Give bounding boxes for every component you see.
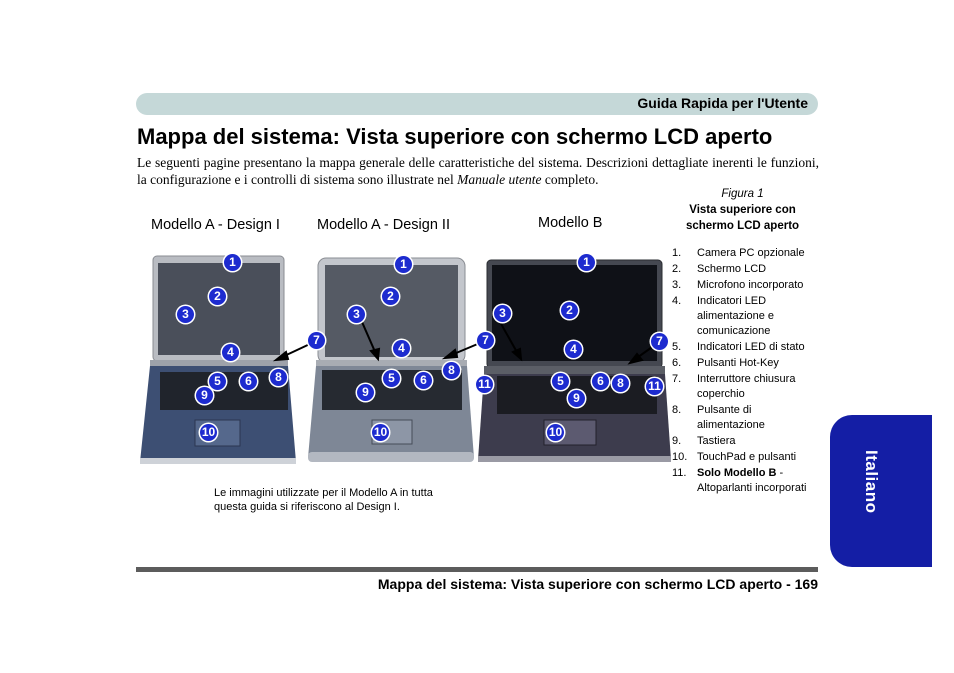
callout-10: 10	[200, 424, 217, 441]
legend-item: 2. Schermo LCD	[672, 262, 822, 277]
callout-9: 9	[568, 390, 585, 407]
legend-text: Pulsante di alimentazione	[697, 404, 765, 431]
legend-text: Pulsanti Hot-Key	[697, 357, 779, 369]
callout-11: 11	[476, 376, 493, 393]
model-b-label: Modello B	[538, 215, 603, 231]
callout-4: 4	[565, 341, 582, 358]
legend-bold: Solo Modello B	[697, 467, 777, 479]
callout-8: 8	[270, 369, 287, 386]
legend-number: 7.	[672, 373, 682, 385]
figure-title-line-1: Vista superiore con	[689, 204, 796, 216]
legend-item: 8. Pulsante di alimentazione	[672, 403, 822, 433]
header-band: Guida Rapida per l'Utente	[136, 93, 818, 115]
legend-text: Indicatori LED alimentazione e comunicaz…	[697, 295, 775, 337]
callout-6: 6	[592, 373, 609, 390]
figure-caption: Figura 1 Vista superiore con schermo LCD…	[660, 188, 825, 234]
legend-text: Interruttore chiusura coperchio	[697, 373, 796, 400]
legend-number: 10.	[672, 451, 688, 463]
callout-2: 2	[209, 288, 226, 305]
legend-text: Microfono incorporato	[697, 279, 804, 291]
legend-number: 9.	[672, 435, 682, 447]
legend-number: 2.	[672, 263, 682, 275]
legend-item: 7. Interruttore chiusura coperchio	[672, 372, 822, 402]
callout-7: 7	[477, 332, 494, 349]
callout-8: 8	[612, 375, 629, 392]
intro-text-2: completo.	[541, 172, 599, 187]
callout-11: 11	[646, 378, 663, 395]
callout-2: 2	[561, 302, 578, 319]
legend-item: 9. Tastiera	[672, 434, 822, 449]
callout-5: 5	[209, 373, 226, 390]
callout-5: 5	[552, 373, 569, 390]
figure-title-line-2: schermo LCD aperto	[685, 220, 800, 232]
callout-1: 1	[224, 254, 241, 271]
legend-number: 8.	[672, 404, 682, 416]
legend-text: TouchPad e pulsanti	[697, 451, 797, 463]
legend-number: 1.	[672, 247, 682, 259]
laptop-model-a-design-2	[308, 257, 474, 462]
callout-9: 9	[357, 384, 374, 401]
callout-8: 8	[443, 362, 460, 379]
model-a-design-1-label: Modello A - Design I	[151, 217, 280, 233]
page-title: Mappa del sistema: Vista superiore con s…	[137, 124, 773, 149]
legend-text: Camera PC opzionale	[697, 247, 805, 259]
manual-reference: Manuale utente	[457, 172, 542, 187]
guide-title: Guida Rapida per l'Utente	[637, 95, 808, 111]
callout-10: 10	[372, 424, 389, 441]
callout-9: 9	[196, 387, 213, 404]
legend-number: 11.	[672, 467, 687, 479]
callout-6: 6	[240, 373, 257, 390]
callout-1: 1	[578, 254, 595, 271]
language-tab: Italiano	[830, 415, 932, 567]
footer-page-title: Mappa del sistema: Vista superiore con s…	[377, 576, 818, 592]
callout-4: 4	[393, 340, 410, 357]
figure-legend: 1. Camera PC opzionale 2. Schermo LCD 3. Mi…	[672, 246, 822, 497]
callout-arrows	[272, 321, 656, 365]
legend-number: 5.	[672, 341, 682, 353]
callout-5: 5	[383, 370, 400, 387]
image-note: Le immagini utilizzate per il Modello A …	[214, 487, 433, 513]
footer-rule	[136, 567, 818, 572]
legend-item: 3. Microfono incorporato	[672, 278, 822, 293]
callout-1: 1	[395, 256, 412, 273]
legend-item: 1. Camera PC opzionale	[672, 246, 822, 261]
legend-text: Schermo LCD	[697, 263, 767, 275]
legend-number: 3.	[672, 279, 682, 291]
model-a-design-2-label: Modello A - Design II	[317, 217, 450, 233]
figure-title: Vista superiore con schermo LCD aperto	[660, 202, 825, 234]
callout-2: 2	[382, 288, 399, 305]
callout-10: 10	[547, 424, 564, 441]
intro-paragraph: Le seguenti pagine presentano la mappa g…	[137, 154, 819, 188]
legend-text: Solo Modello B - Altoparlanti incorporat…	[697, 466, 822, 496]
legend-number: 4.	[672, 295, 682, 307]
callout-7: 7	[308, 332, 325, 349]
callout-3: 3	[177, 306, 194, 323]
legend-item: 4. Indicatori LED alimentazione e comunic…	[672, 294, 822, 339]
legend-text: Tastiera	[697, 435, 736, 447]
legend-item: 6. Pulsanti Hot-Key	[672, 356, 822, 371]
callout-6: 6	[415, 372, 432, 389]
legend-number: 6.	[672, 357, 682, 369]
figure-label: Figura 1	[721, 188, 764, 200]
callout-3: 3	[348, 306, 365, 323]
callout-4: 4	[222, 344, 239, 361]
legend-text: Indicatori LED di stato	[697, 341, 805, 353]
callout-3: 3	[494, 305, 511, 322]
legend-item: 5. Indicatori LED di stato	[672, 340, 822, 355]
language-label: Italiano	[862, 450, 881, 514]
legend-item: 10. TouchPad e pulsanti	[672, 450, 822, 465]
intro-text-1: Le seguenti pagine presentano la mappa g…	[137, 155, 819, 187]
legend-text-rest: - Altoparlanti incorporati	[697, 467, 807, 494]
legend-item: 11. Solo Modello B - Altoparlanti incorpo…	[672, 466, 822, 496]
callout-7: 7	[651, 333, 668, 350]
